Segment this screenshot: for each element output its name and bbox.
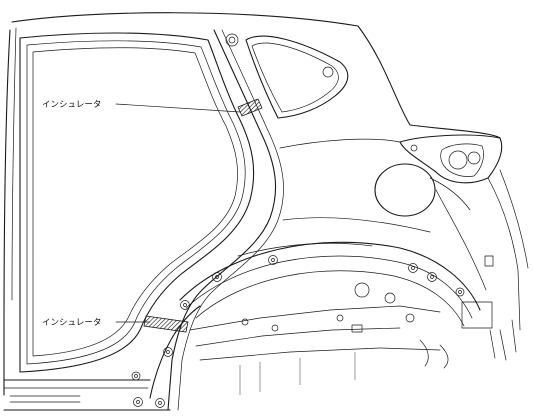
lower-insulator	[143, 315, 189, 333]
inner-structure	[189, 255, 517, 395]
upper-insulator	[237, 98, 263, 117]
leader-lines	[115, 103, 241, 323]
wheel-arch	[149, 241, 481, 399]
quarter-window	[225, 33, 349, 119]
door-opening	[19, 32, 255, 373]
fuel-lid	[374, 163, 471, 217]
body-outline	[3, 12, 501, 396]
rocker-sill	[3, 379, 171, 411]
mounting-holes	[131, 255, 465, 408]
insulator-label-upper: インシュレータ	[42, 100, 101, 110]
tail-light	[399, 134, 503, 184]
insulator-label-lower: インシュレータ	[42, 318, 101, 328]
c-pillar	[167, 29, 284, 411]
quarter-panel	[279, 138, 529, 331]
